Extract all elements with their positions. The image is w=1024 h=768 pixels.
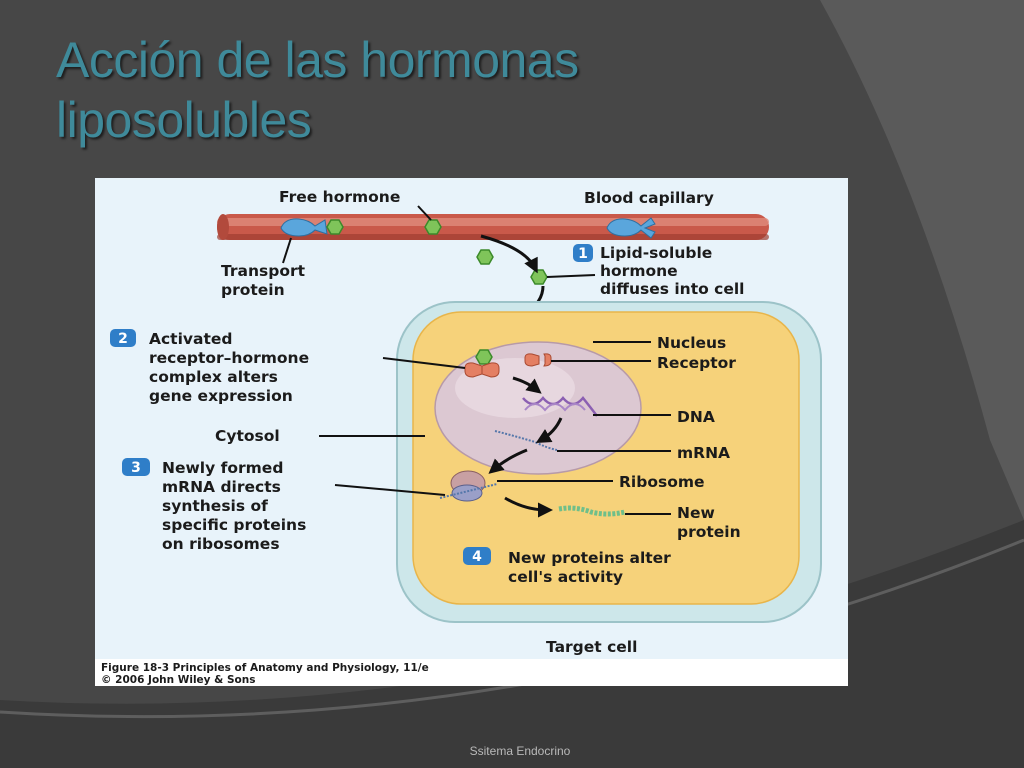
step-2-line-4: gene expression: [149, 387, 293, 405]
step-1-badge: [573, 244, 593, 262]
step-3-line-4: specific proteins: [162, 516, 306, 534]
figure-diagram: Free hormone Blood capillary Transport p…: [95, 188, 848, 686]
step-4-line-2: cell's activity: [508, 568, 623, 586]
label-receptor: Receptor: [657, 354, 736, 372]
step-1-line-1: Lipid-soluble: [600, 244, 712, 262]
mrna-strand: [494, 430, 558, 451]
step-2-line-2: receptor–hormone: [149, 349, 309, 367]
figure-caption-line-2: © 2006 John Wiley & Sons: [101, 674, 255, 686]
step-2: 2 Activated receptor–hormone complex alt…: [110, 329, 309, 405]
arrow-ribosome-to-protein: [504, 496, 553, 518]
arrow-mrna-to-ribosome: [488, 448, 528, 474]
leader-step2: [382, 357, 466, 369]
step-1-number: 1: [578, 246, 588, 262]
free-hormone-icon: [424, 219, 442, 235]
leader-transport-protein: [282, 237, 292, 264]
bg-swoosh-bottom: [0, 520, 1024, 768]
arrow-hormone-leaves: [480, 234, 538, 274]
figure-caption-line-1: Figure 18-3 Principles of Anatomy and Ph…: [101, 662, 429, 674]
dna-strand-2: [524, 403, 586, 412]
label-transport-protein-2: protein: [221, 281, 285, 299]
label-nucleus: Nucleus: [657, 334, 726, 352]
label-cytosol: Cytosol: [215, 427, 280, 445]
label-transport-protein-1: Transport: [221, 262, 306, 280]
step-4-line-1: New proteins alter: [508, 549, 671, 567]
label-new-protein-2: protein: [677, 523, 741, 541]
slide-title-line-2: liposolubles: [56, 92, 312, 148]
label-new-protein-1: New: [677, 504, 715, 522]
receptor: [524, 353, 552, 367]
new-protein-chain: [558, 505, 626, 517]
step-1-line-2: hormone: [600, 262, 678, 280]
step-4: 4 New proteins alter cell's activity: [463, 547, 671, 586]
caption-strip: [95, 659, 848, 686]
step-1-line-3: diffuses into cell: [600, 280, 745, 298]
step-3-line-3: synthesis of: [162, 497, 268, 515]
hormone-icon-outside-1: [476, 249, 494, 265]
leader-step3: [334, 484, 446, 496]
slide-footer: Ssitema Endocrino: [469, 744, 571, 758]
label-dna: DNA: [677, 408, 715, 426]
label-blood-capillary: Blood capillary: [584, 189, 714, 207]
step-1: 1 Lipid-soluble hormone diffuses into ce…: [573, 244, 745, 298]
leader-step1: [546, 274, 596, 278]
ribosome: [439, 470, 498, 502]
step-3-badge: [122, 458, 150, 476]
bound-hormone-icon: [326, 219, 344, 235]
step-3-line-1: Newly formed: [162, 459, 283, 477]
step-2-number: 2: [118, 331, 128, 347]
transport-protein-right: [606, 217, 656, 239]
hormone-action-figure: Free hormone Blood capillary Transport p…: [95, 178, 848, 686]
label-target-cell: Target cell: [546, 638, 637, 656]
step-4-number: 4: [472, 549, 482, 565]
step-3-line-2: mRNA directs: [162, 478, 281, 496]
hormone-icon-outside-2: [530, 269, 548, 285]
arrow-complex-to-dna: [512, 376, 542, 394]
step-3-number: 3: [131, 460, 141, 476]
receptor-hormone-complex: [464, 349, 500, 378]
slide-title: Acción de las hormonas liposolubles: [56, 30, 816, 150]
transport-protein-left: [280, 218, 328, 237]
label-free-hormone: Free hormone: [279, 188, 400, 206]
dna-strand: [522, 396, 598, 417]
slide-title-line-1: Acción de las hormonas: [56, 32, 579, 88]
step-3-line-5: on ribosomes: [162, 535, 280, 553]
leader-free-hormone: [417, 205, 432, 221]
step-2-line-1: Activated: [149, 330, 233, 348]
step-2-line-3: complex alters: [149, 368, 278, 386]
step-3: 3 Newly formed mRNA directs synthesis of…: [122, 458, 306, 553]
bg-swoosh-right: [820, 0, 1024, 520]
label-ribosome: Ribosome: [619, 473, 705, 491]
step-4-badge: [463, 547, 491, 565]
step-2-badge: [110, 329, 136, 347]
label-mrna: mRNA: [677, 444, 730, 462]
arrow-dna-to-mrna: [535, 417, 563, 443]
